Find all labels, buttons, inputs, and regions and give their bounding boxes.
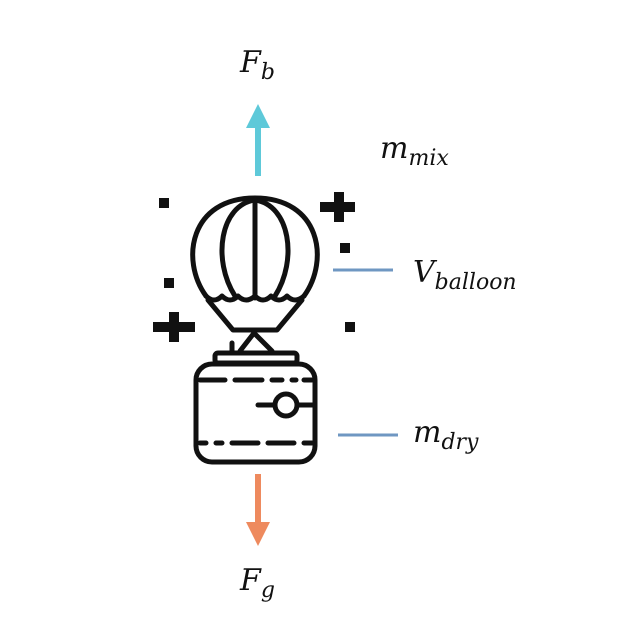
- plus-icon: [153, 312, 195, 342]
- gravity-force-label: Fg: [239, 563, 275, 603]
- buoyancy-force-label: Fb: [239, 45, 275, 85]
- mass-mix-label: mmix: [380, 131, 449, 171]
- balloon-icon: [190, 195, 320, 465]
- dot-icon: [345, 322, 355, 332]
- dot-icon: [340, 243, 350, 253]
- volume-balloon-label: Vballoon: [413, 255, 517, 295]
- sparkle-decorations: [153, 192, 355, 342]
- mass-dry-label: mdry: [413, 415, 479, 455]
- dot-icon: [164, 278, 174, 288]
- dot-icon: [159, 198, 169, 208]
- plus-icon: [320, 192, 355, 222]
